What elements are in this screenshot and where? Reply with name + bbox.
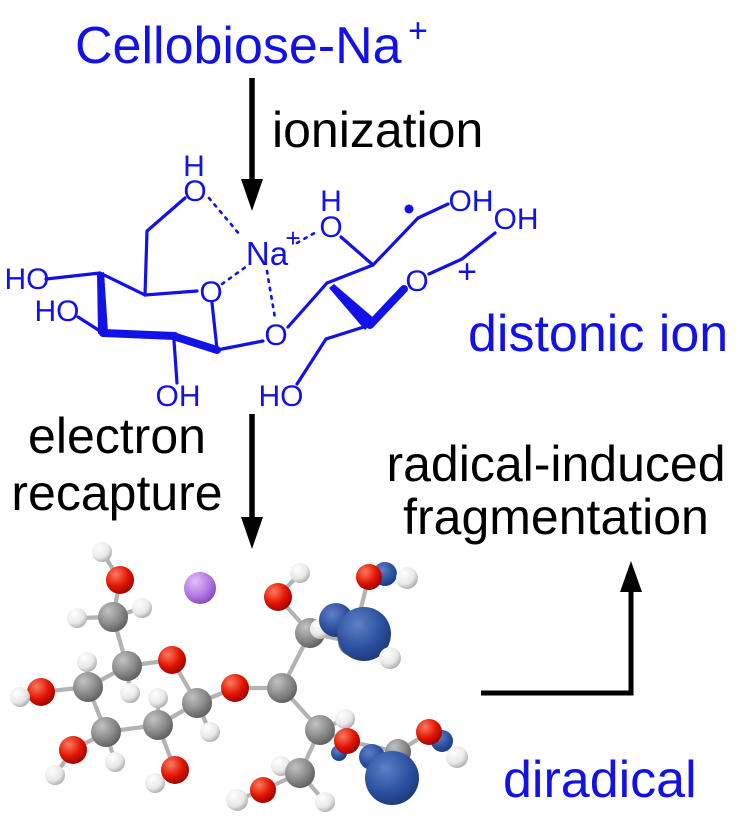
label-ionization: ionization	[272, 102, 483, 158]
model-atom-H	[315, 792, 335, 812]
model-atom-O	[264, 583, 292, 611]
electron-recapture-arrow	[241, 414, 263, 549]
label-electron: electron	[28, 408, 206, 464]
model-atom-H	[10, 687, 30, 707]
model-atom-O	[59, 736, 87, 764]
bond-ogly-c1p	[286, 281, 329, 329]
model-atom-Na	[184, 572, 216, 604]
model-atom-O	[356, 564, 382, 590]
model-atom-O	[158, 646, 186, 674]
bond-crad-oh	[416, 202, 450, 220]
bond-c1p-c4p	[325, 263, 375, 285]
bond-c4p-crad	[371, 216, 420, 267]
model-atom-C	[73, 672, 103, 702]
bond-c2p-oplus-bold	[366, 285, 408, 329]
model-atom-H	[67, 608, 87, 628]
bond-ringo-cc	[210, 301, 219, 351]
label-recapture: recapture	[11, 465, 222, 521]
title-superscript-plus: +	[408, 12, 428, 50]
bond-ce-ho2	[76, 315, 105, 335]
hydroxyl-ho2-label: HO	[35, 295, 80, 328]
distonic-ion-structure	[44, 196, 497, 386]
model-atom-H	[77, 652, 97, 672]
hydroxyl-oh-radical-label: OH	[449, 185, 494, 218]
bond-ho1-c	[44, 271, 102, 281]
model-atom-H	[396, 567, 418, 589]
ionization-arrow	[241, 78, 263, 211]
spin-density-lobe	[337, 607, 391, 661]
model-atom-C	[112, 651, 142, 681]
sodium-coordination-bonds	[207, 196, 320, 320]
bond-cd-oh	[172, 339, 179, 385]
bond-cd-ce-bold	[99, 329, 179, 340]
label-fragmentation: fragmentation	[403, 489, 709, 545]
sodium-label: Na	[246, 235, 289, 272]
bond-c2p-ch2oh	[295, 323, 372, 386]
fragmentation-arrow	[481, 561, 642, 696]
arm-hydrogen-label: H	[183, 150, 205, 183]
model-atom-C	[305, 715, 335, 745]
model-atom-O	[106, 566, 134, 594]
model-atom-C	[143, 710, 173, 740]
model-atom-O	[334, 728, 360, 754]
bond-oplus-choh	[427, 231, 497, 276]
molecular-model	[10, 542, 468, 812]
label-radical-induced: radical-induced	[386, 436, 725, 492]
model-atom-H	[379, 647, 401, 669]
model-atom-O	[416, 719, 442, 745]
model-atom-C	[182, 688, 212, 718]
bond-ca-cb	[98, 271, 147, 297]
model-atom-H	[105, 752, 125, 772]
bond-cc-ogly	[215, 339, 265, 352]
model-atom-H	[290, 563, 310, 583]
model-atom-C	[91, 717, 121, 747]
arm-oxygen-label: O	[183, 175, 206, 208]
hydroxyl-oh-bottom-label: OH	[156, 380, 201, 413]
oxocarbenium-charge-label: +	[457, 253, 477, 291]
model-atom-C	[285, 758, 315, 788]
label-distonic-ion: distonic ion	[468, 305, 728, 363]
model-atom-H	[200, 722, 220, 742]
model-atom-H	[132, 598, 152, 618]
model-atom-H	[226, 789, 248, 811]
model-atom-O	[27, 678, 55, 706]
spin-density-lobe	[365, 751, 419, 805]
bond-cb-ringo	[143, 289, 199, 297]
model-atom-O	[221, 674, 249, 702]
right-oxygen-label: O	[319, 211, 342, 244]
radical-dot	[404, 204, 414, 214]
bond-ce-ca-wedge	[97, 272, 108, 334]
model-atom-H	[120, 683, 140, 703]
hydroxyl-ho3-label: HO	[259, 380, 304, 413]
model-atom-O	[250, 777, 276, 803]
title-cellobiose: Cellobiose-Na	[75, 17, 402, 75]
model-atom-H	[45, 765, 65, 785]
hydroxyl-ho1-label: HO	[5, 263, 50, 296]
bond-c1p-c2p-wedge	[329, 284, 376, 330]
structure-atom-labels: H O HO HO O OH O Na + H O OH OH O + HO	[5, 150, 539, 413]
ring-oxygen-left-label: O	[199, 276, 222, 309]
bond-ch2oh-arm	[143, 196, 187, 297]
model-atom-H	[145, 773, 165, 793]
model-atom-C	[267, 673, 297, 703]
label-diradical: diradical	[503, 751, 697, 809]
ring-oxygen-right-label: O	[405, 265, 428, 298]
glycosidic-oxygen-label: O	[264, 319, 287, 352]
model-atom-C	[98, 602, 128, 632]
sodium-charge-label: +	[285, 223, 300, 253]
model-atom-H	[446, 746, 468, 768]
right-hydrogen-label: H	[320, 185, 342, 218]
bond-c4p-oright	[339, 235, 375, 267]
model-atom-H	[335, 709, 355, 729]
hydroxyl-oh-oxo-label: OH	[494, 203, 539, 236]
model-atom-H	[92, 542, 112, 562]
model-atom-H	[148, 688, 168, 708]
model-atom-O	[161, 756, 189, 784]
bond-cc-cd-bold	[169, 332, 221, 354]
